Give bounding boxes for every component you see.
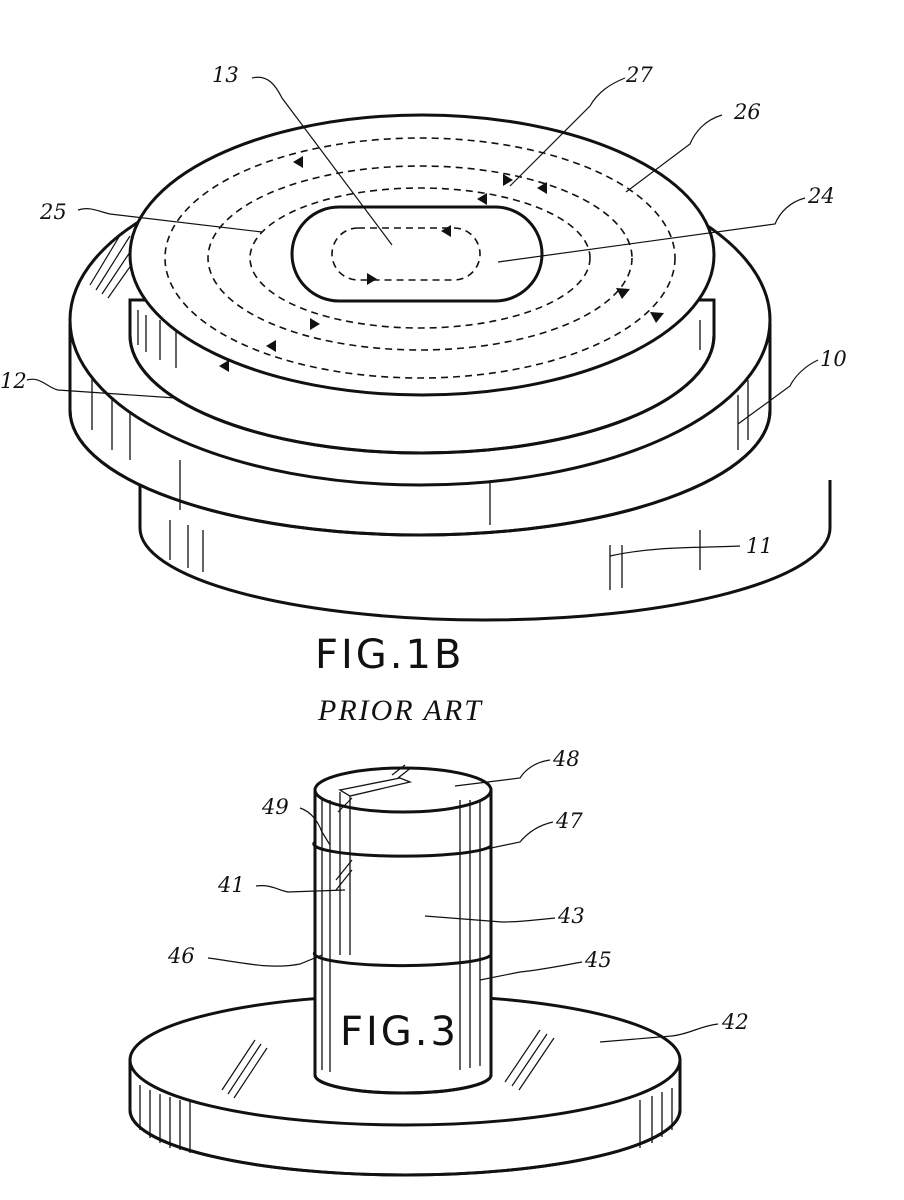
fig1b-drawing: 13 27 26 25 24 10 12 11 FIG.1B PRIOR ART — [0, 63, 847, 727]
channel-outer-26 — [164, 137, 676, 379]
numeral-41: 41 — [217, 873, 245, 897]
numeral-43: 43 — [557, 904, 585, 928]
slot-49 — [338, 777, 413, 797]
pedestal-column — [312, 764, 493, 1095]
numeral-24: 24 — [807, 184, 835, 208]
numeral-46: 46 — [167, 944, 195, 968]
coolant-channels — [164, 137, 676, 379]
numeral-26: 26 — [733, 100, 761, 124]
numeral-12: 12 — [0, 369, 27, 393]
numeral-11: 11 — [746, 534, 773, 558]
fig3-leaders — [207, 759, 719, 1043]
channel-middle-27 — [207, 165, 633, 351]
fig1b-numerals: 13 27 26 25 24 10 12 11 — [0, 63, 847, 558]
chuck-stem-11 — [138, 480, 832, 622]
numeral-42: 42 — [721, 1010, 749, 1034]
seam-45 — [312, 950, 493, 968]
fig3-numerals: 48 49 47 41 43 46 45 42 — [167, 747, 749, 1034]
channel-inner-25 — [249, 187, 591, 329]
fig3-label: FIG.3 — [340, 1009, 459, 1055]
flow-arrows — [219, 156, 664, 372]
numeral-10: 10 — [820, 347, 847, 371]
central-zone-24 — [290, 205, 544, 303]
fig1b-leaders — [26, 76, 819, 557]
numeral-25: 25 — [39, 200, 67, 224]
fig3-drawing: 48 49 47 41 43 46 45 42 FIG.3 — [128, 747, 749, 1177]
channel-center — [331, 227, 481, 281]
prior-art-caption: PRIOR ART — [317, 694, 483, 727]
chuck-platen-top — [128, 113, 716, 397]
numeral-49: 49 — [261, 795, 289, 819]
numeral-27: 27 — [625, 63, 653, 87]
numeral-13: 13 — [212, 63, 239, 87]
numeral-45: 45 — [584, 948, 612, 972]
numeral-47: 47 — [555, 809, 583, 833]
numeral-48: 48 — [552, 747, 580, 771]
fig1b-label: FIG.1B — [315, 632, 464, 678]
top-cap-48 — [313, 766, 493, 814]
